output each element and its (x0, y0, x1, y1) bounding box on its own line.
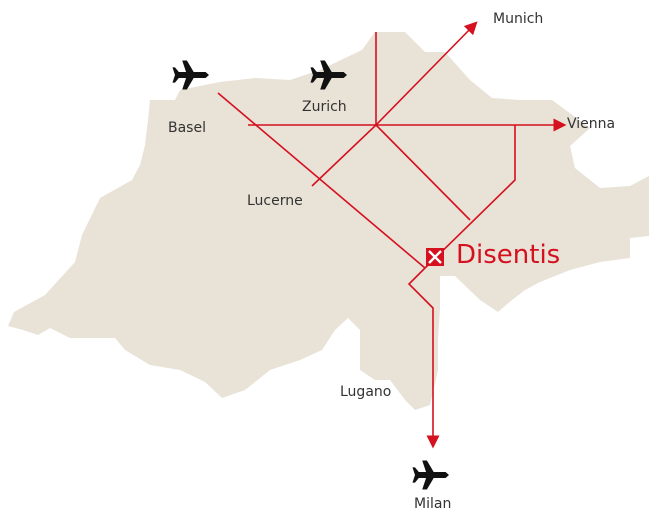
route-zurich-lucerne (311, 124, 377, 187)
route-zurich-oberalp (375, 124, 471, 221)
city-label-milan: Milan (414, 496, 452, 512)
route-network (217, 21, 567, 449)
airplane-icon (310, 60, 347, 90)
route-basel-disentis (217, 92, 426, 269)
city-label-lugano: Lugano (340, 384, 392, 400)
city-label-munich: Munich (493, 11, 544, 27)
destination-cross-icon (426, 248, 444, 266)
route-east-loop (424, 125, 516, 269)
switzerland-land (8, 32, 649, 410)
city-label-zurich: Zurich (302, 99, 347, 115)
city-label-basel: Basel (168, 120, 206, 136)
airplane-icon (412, 460, 449, 490)
route-munich (375, 21, 478, 126)
airplane-icon (172, 60, 209, 90)
city-label-vienna: Vienna (567, 116, 616, 132)
destination-label: Disentis (456, 240, 561, 270)
city-label-lucerne: Lucerne (247, 193, 303, 209)
route-milan (407, 267, 440, 449)
